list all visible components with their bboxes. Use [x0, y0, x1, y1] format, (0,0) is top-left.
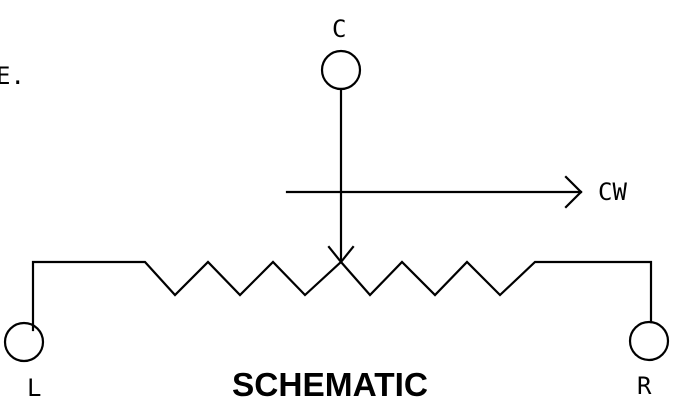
- terminal-c-circle: [320, 49, 362, 91]
- terminal-r-circle: [628, 320, 670, 362]
- cw-arrowhead: [564, 175, 583, 209]
- partial-note-text: E.: [0, 62, 25, 90]
- schematic-title: SCHEMATIC: [232, 366, 428, 403]
- terminal-r-label: R: [637, 372, 652, 400]
- terminal-c-label: C: [332, 15, 346, 43]
- terminal-l-label: L: [27, 374, 41, 402]
- resistor-element: [31, 260, 653, 332]
- cw-label: CW: [598, 178, 627, 206]
- terminal-l-circle: [3, 321, 45, 363]
